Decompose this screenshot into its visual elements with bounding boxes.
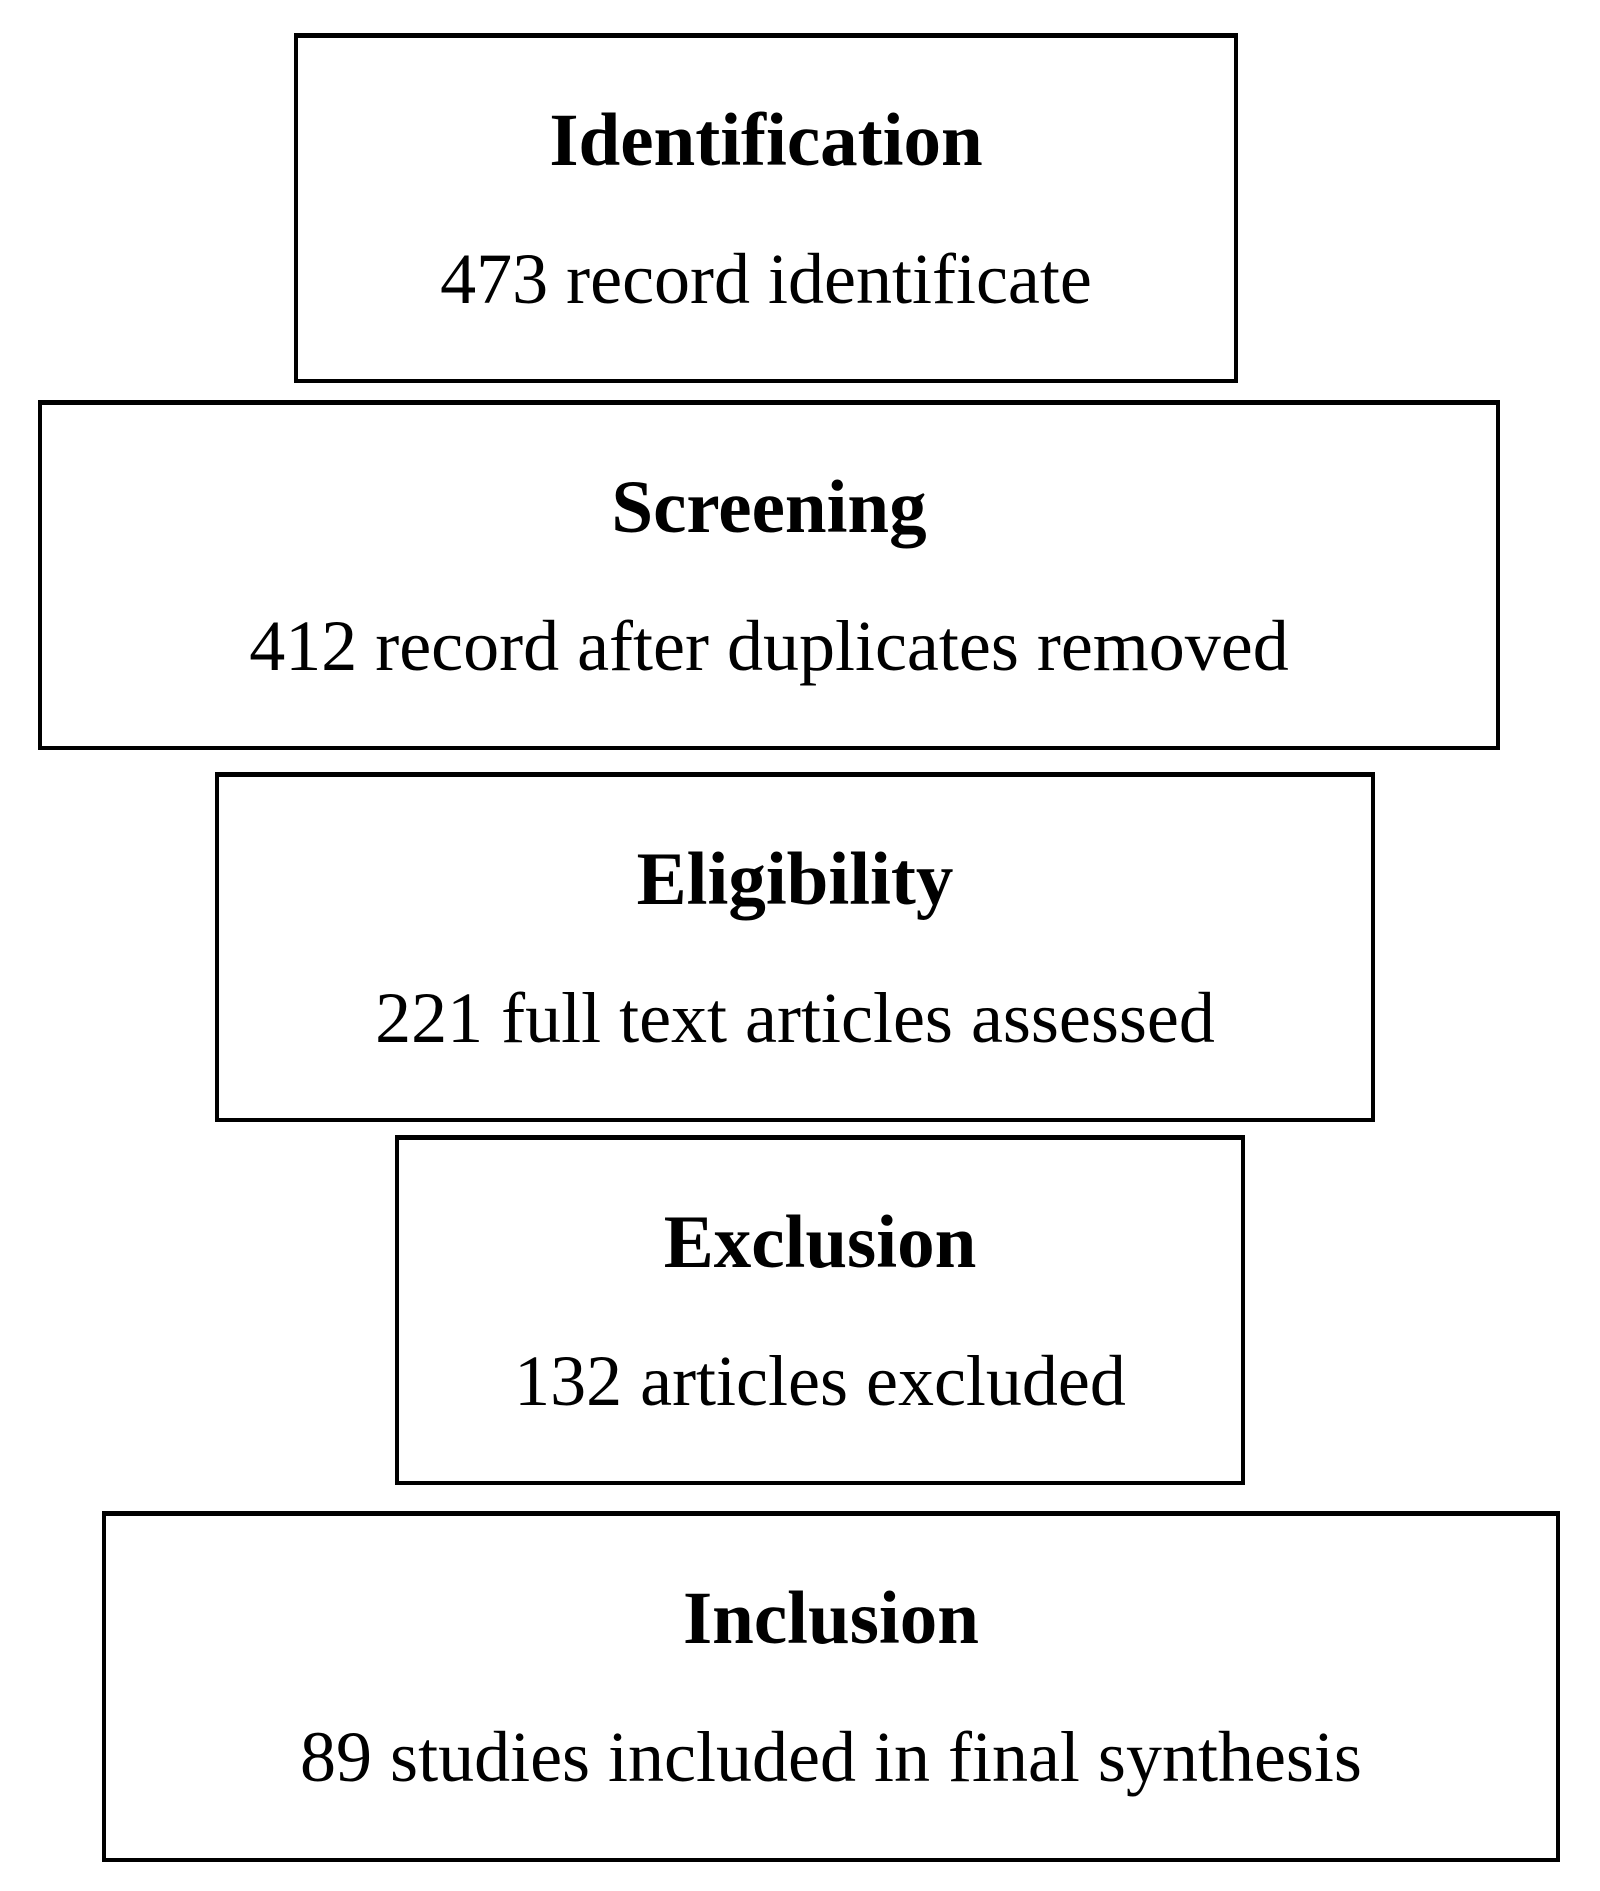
stage-box-inclusion: Inclusion 89 studies included in final s… <box>102 1511 1560 1862</box>
stage-detail: 412 record after duplicates removed <box>249 605 1289 686</box>
stage-title: Eligibility <box>636 837 954 921</box>
stage-title: Exclusion <box>663 1200 977 1284</box>
stage-detail: 89 studies included in final synthesis <box>300 1717 1362 1797</box>
stage-title: Identification <box>549 98 983 182</box>
stage-box-screening: Screening 412 record after duplicates re… <box>38 400 1500 750</box>
stage-title: Screening <box>611 465 927 549</box>
stage-detail: 473 record identificate <box>440 238 1092 319</box>
stage-box-exclusion: Exclusion 132 articles excluded <box>395 1135 1245 1485</box>
stage-detail: 132 articles excluded <box>514 1340 1126 1421</box>
stage-box-identification: Identification 473 record identificate <box>294 33 1238 383</box>
stage-title: Inclusion <box>683 1577 979 1660</box>
stage-detail: 221 full text articles assessed <box>375 977 1215 1058</box>
stage-box-eligibility: Eligibility 221 full text articles asses… <box>215 772 1375 1122</box>
